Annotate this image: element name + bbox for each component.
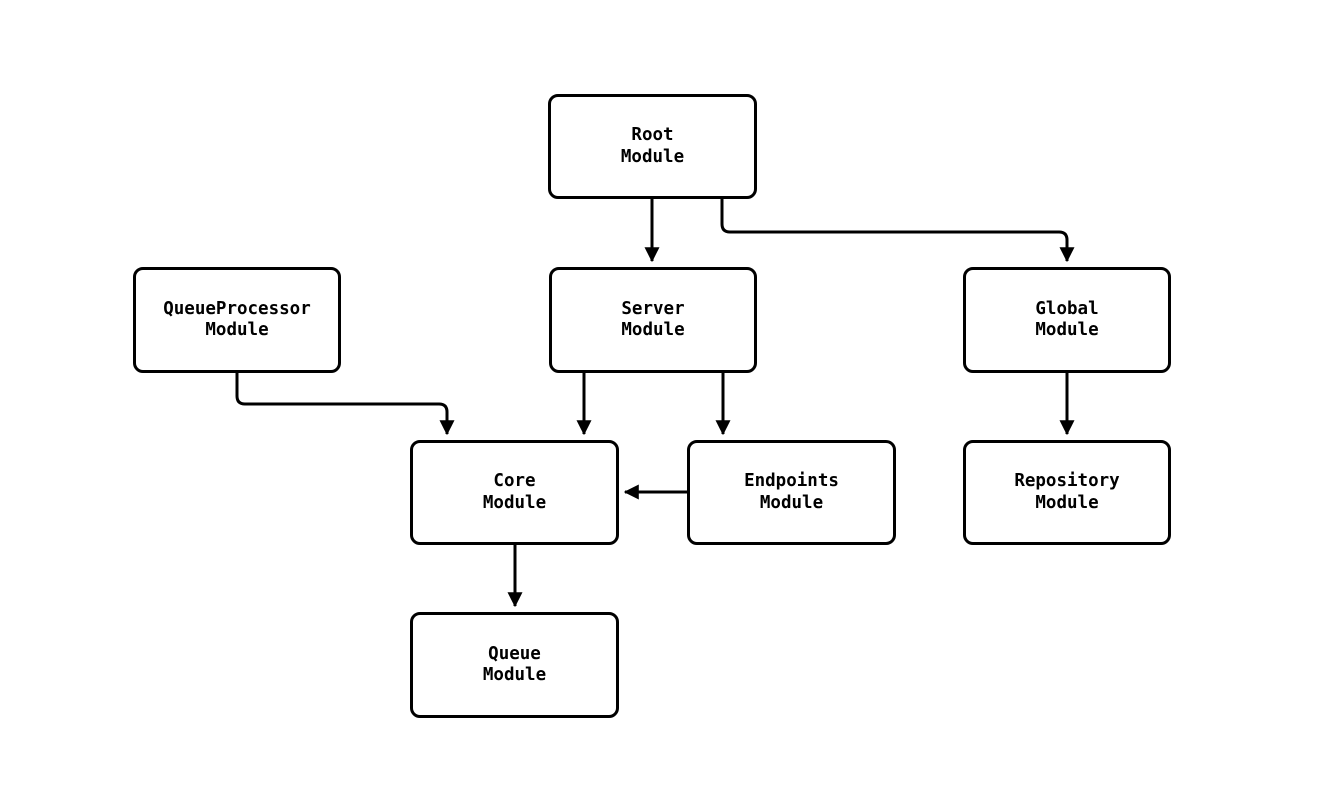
node-queue-module: Queue Module (410, 612, 619, 718)
node-sublabel: Module (205, 320, 269, 340)
node-root-module: Root Module (548, 94, 757, 199)
node-queueprocessor-module: QueueProcessor Module (133, 267, 341, 373)
node-label: Queue (488, 643, 541, 664)
node-label: Server (621, 298, 685, 319)
node-server-module: Server Module (549, 267, 757, 373)
node-sublabel: Module (759, 492, 824, 513)
node-global-module: Global Module (963, 267, 1171, 373)
node-label: Core (493, 471, 536, 491)
node-sublabel: Module (1035, 492, 1099, 513)
node-label: Endpoints (744, 471, 839, 491)
node-repository-module: Repository Module (963, 440, 1171, 545)
node-label: Repository (1014, 471, 1120, 491)
node-label: Global (1035, 298, 1099, 319)
node-sublabel: Module (620, 146, 685, 167)
node-sublabel: Module (621, 320, 685, 340)
node-core-module: Core Module (410, 440, 619, 545)
node-sublabel: Module (1035, 320, 1099, 340)
node-label: Root (631, 125, 674, 145)
node-sublabel: Module (482, 492, 547, 513)
edge-queueprocessor-core (235, 373, 455, 436)
node-endpoints-module: Endpoints Module (687, 440, 896, 545)
node-label: QueueProcessor (163, 298, 311, 319)
edge-root-global (720, 199, 1075, 263)
node-sublabel: Module (482, 665, 547, 685)
